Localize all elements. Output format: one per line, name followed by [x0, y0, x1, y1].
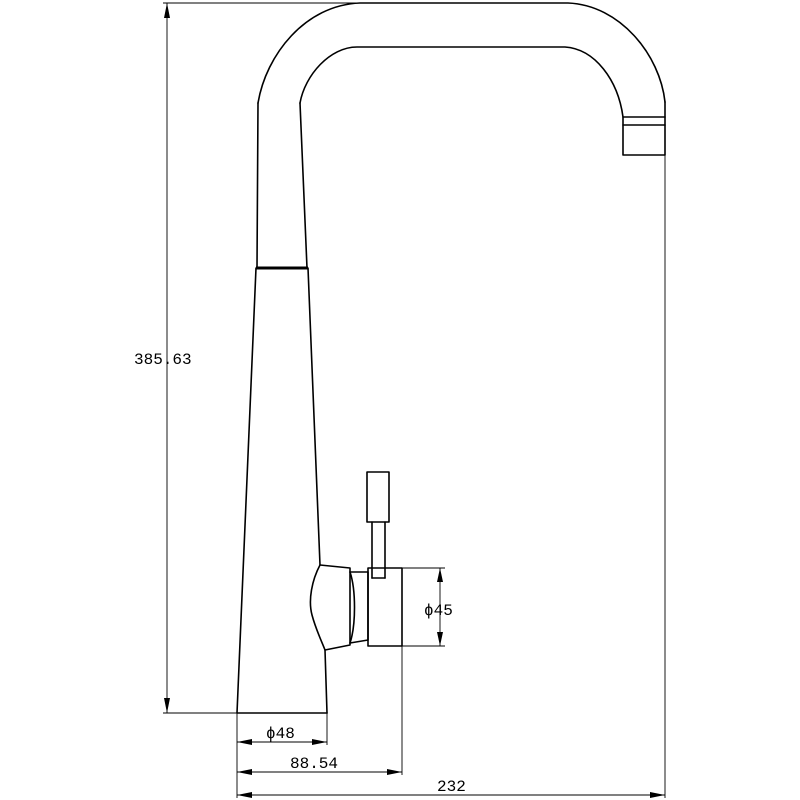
valve-cap — [319, 564, 351, 651]
base-diameter-arrow-right — [312, 739, 327, 745]
body-diameter-arrow-top — [437, 568, 443, 582]
body-upper-left — [256, 102, 259, 269]
body-diameter-arrow-bottom — [437, 632, 443, 646]
body-diameter-dimension: ϕ45 — [402, 567, 453, 647]
height-arrow-top — [164, 3, 170, 18]
spout-inner-curve — [299, 46, 624, 118]
height-arrow-bottom — [164, 698, 170, 713]
valve-cap-inner — [349, 571, 356, 644]
handle-offset-dimension: 88.54 — [237, 646, 403, 775]
spout-outer-curve — [257, 2, 666, 104]
body-diameter-label: ϕ45 — [424, 602, 453, 620]
height-dimension: 385.63 — [134, 2, 360, 714]
base-diameter-dimension: ϕ48 — [236, 713, 328, 798]
faucet-outline — [236, 2, 666, 714]
body-lower-right — [307, 267, 328, 714]
spout-reach-dimension: 232 — [237, 155, 666, 798]
body-upper-right — [299, 102, 308, 269]
height-label: 385.63 — [134, 351, 192, 369]
spout-reach-label: 232 — [437, 778, 466, 796]
handle-offset-arrow-left — [237, 769, 252, 775]
handle-offset-arrow-right — [387, 769, 402, 775]
body-lower-left — [236, 267, 257, 714]
lever-handle — [366, 471, 390, 523]
valve-body — [367, 567, 403, 647]
spout-reach-arrow-left — [237, 792, 252, 798]
spout-aerator — [622, 116, 666, 156]
handle-offset-label: 88.54 — [290, 755, 338, 773]
spout-reach-arrow-right — [650, 792, 665, 798]
base-diameter-label: ϕ48 — [266, 725, 295, 743]
base-diameter-arrow-left — [237, 739, 252, 745]
